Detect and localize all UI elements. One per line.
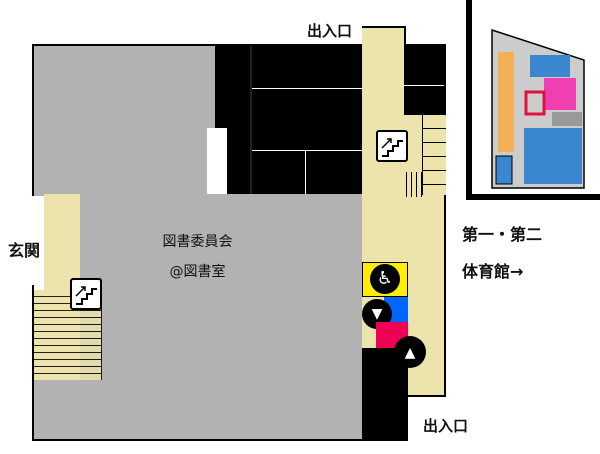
notch	[207, 128, 227, 194]
stairs-up-icon	[376, 130, 408, 162]
lower-left-room	[32, 378, 80, 441]
upper-left-room	[32, 44, 216, 196]
right-black-area	[404, 44, 446, 116]
right-stairs	[422, 115, 446, 195]
female-restroom-icon: ▲	[394, 336, 426, 368]
upper-black-area	[215, 44, 363, 196]
room-location: @図書室	[169, 264, 226, 280]
stairs-up-icon	[70, 278, 102, 310]
room-name: 図書委員会	[162, 234, 233, 250]
minimap	[466, 0, 600, 200]
gym-label-line1: 第一・第二	[462, 225, 543, 244]
entrance-top-label: 出入口	[307, 22, 353, 40]
front-entrance-label: 玄関	[8, 241, 41, 260]
gym-label-line2: 体育館→	[462, 262, 524, 281]
wheelchair-icon: ♿	[370, 264, 400, 294]
entrance-bottom-label: 出入口	[423, 417, 469, 435]
library-room	[78, 194, 363, 441]
